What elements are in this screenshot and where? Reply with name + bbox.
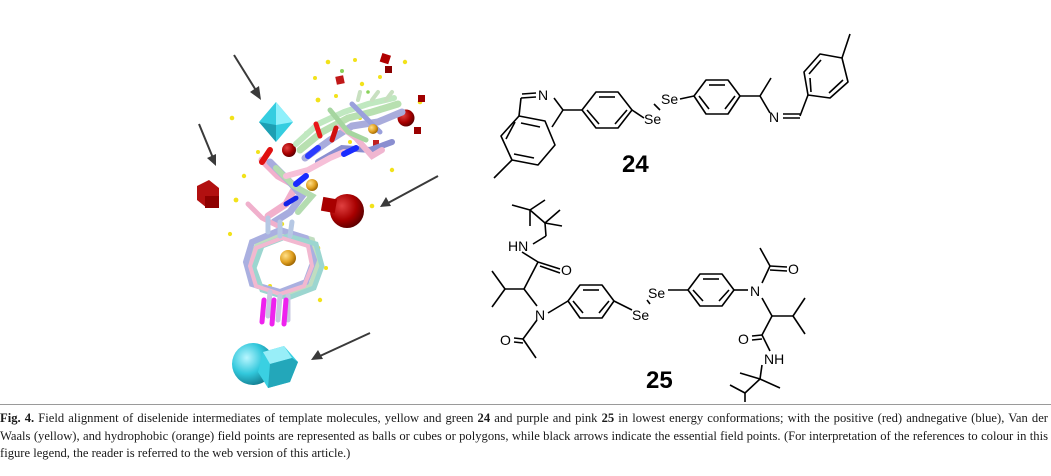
atom-25-o3: O xyxy=(788,261,799,277)
essential-field-arrows xyxy=(198,54,439,360)
caption-text-b: and purple and pink xyxy=(490,411,602,425)
atom-labels-25: HN O N O Se Se N O O NH 25 xyxy=(500,238,799,394)
atom-25-n2: N xyxy=(750,283,760,299)
caption-bold-25: 25 xyxy=(601,411,615,425)
atom-25-se2: Se xyxy=(632,307,649,323)
caption-bold-24: 24 xyxy=(477,411,491,425)
aligned-conformers xyxy=(242,90,406,327)
atom-25-o4: O xyxy=(738,331,749,347)
negative-field-octahedron xyxy=(259,102,293,142)
atom-25-n1: N xyxy=(535,307,545,323)
caption-text-a: Field alignment of diselenide intermedia… xyxy=(34,411,478,425)
atom-labels-24: N Se Se N 24 xyxy=(538,87,779,178)
atom-24-n2: N xyxy=(769,109,779,125)
figure-caption: Fig. 4. Field alignment of diselenide in… xyxy=(0,410,1048,463)
caption-text-c: in lowest energy conformations; with the… xyxy=(0,411,1049,460)
structure-compound-25 xyxy=(491,199,806,402)
field-alignment-render xyxy=(197,52,439,388)
caption-divider xyxy=(0,404,1051,405)
atom-25-hn: HN xyxy=(508,238,528,254)
atom-24-se1: Se xyxy=(661,91,678,107)
structure-compound-24 xyxy=(493,33,851,179)
atom-24-se2: Se xyxy=(644,111,661,127)
atom-25-nh: NH xyxy=(764,351,784,367)
caption-figure-label: Fig. 4. xyxy=(0,411,35,425)
compound-25-label: 25 xyxy=(646,367,673,394)
atom-25-o2: O xyxy=(500,332,511,348)
ring-24-left-tolyl xyxy=(500,115,556,166)
compound-24-label: 24 xyxy=(622,151,649,178)
atom-25-se1: Se xyxy=(648,285,665,301)
negative-field-sphere xyxy=(232,343,298,388)
atom-24-n1: N xyxy=(538,87,548,103)
atom-25-o1: O xyxy=(561,262,572,278)
